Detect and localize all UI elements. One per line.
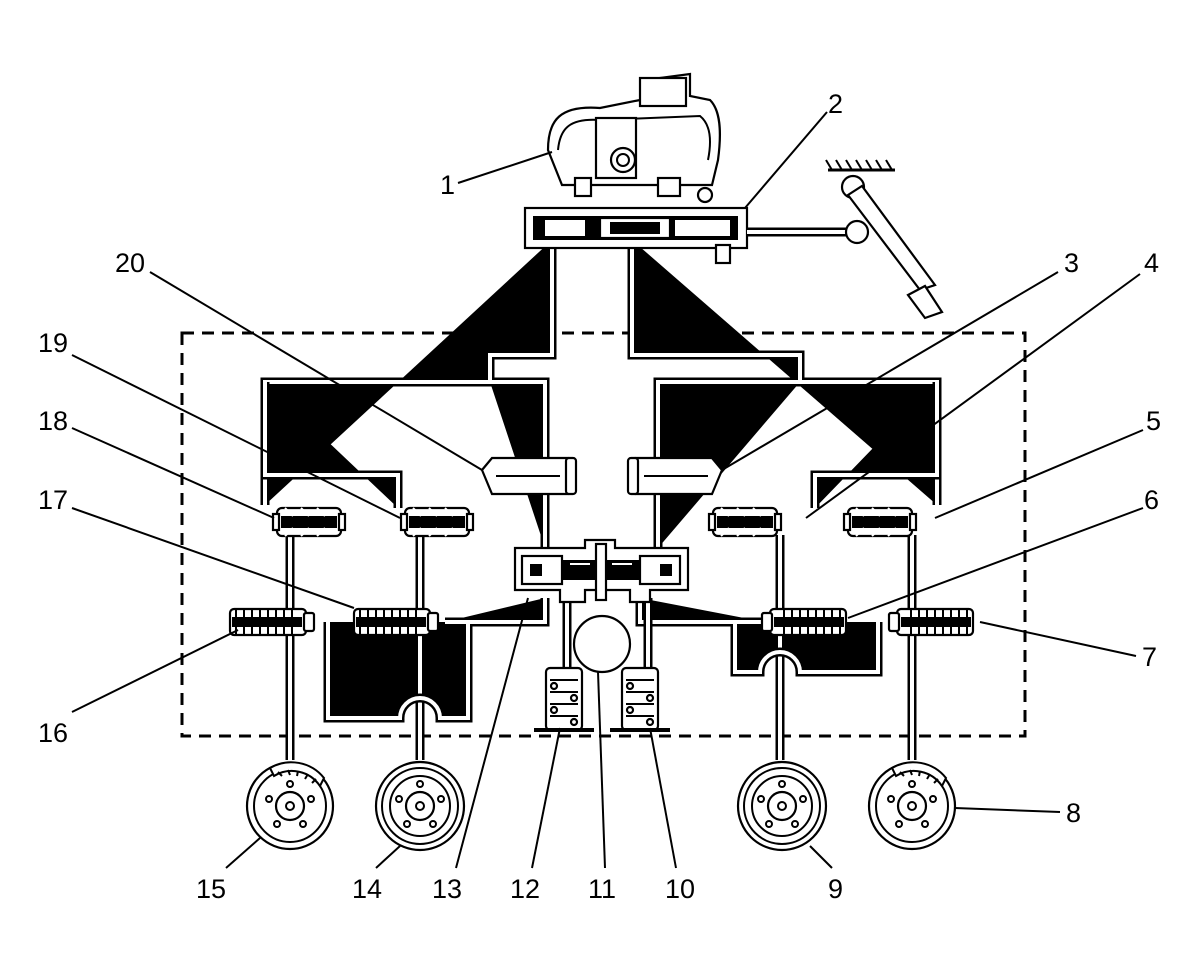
brake-fluid-reservoir	[546, 72, 722, 204]
front-disc-brake-8	[867, 761, 957, 851]
callout-6: 6	[1144, 485, 1159, 515]
master-cylinder	[523, 206, 860, 265]
outlet-valve-7	[887, 607, 975, 637]
modulator-boundary	[180, 331, 1027, 738]
inlet-valve-5	[842, 506, 918, 538]
callout-2: 2	[828, 89, 843, 119]
inlet-valve-19	[399, 506, 475, 538]
callout-1: 1	[440, 170, 455, 200]
accumulator-12	[532, 666, 596, 732]
front-disc-brake-15	[245, 761, 335, 851]
pump-motor	[572, 614, 632, 674]
outlet-valve-6	[760, 607, 848, 637]
inlet-valve-18	[271, 506, 347, 538]
callout-13: 13	[432, 874, 462, 904]
callout-20: 20	[115, 248, 145, 278]
callout-3: 3	[1064, 248, 1079, 278]
callout-19: 19	[38, 328, 68, 358]
callout-labels: 1 2 3 4 5 6 7 8 9 10 11 12 13 14 15 16 1…	[38, 89, 1161, 904]
callout-14: 14	[352, 874, 382, 904]
accumulator-10	[608, 666, 672, 732]
rear-drum-brake-9	[736, 760, 828, 852]
callout-17: 17	[38, 485, 68, 515]
callout-5: 5	[1146, 406, 1161, 436]
callout-11: 11	[588, 874, 616, 904]
callout-7: 7	[1142, 642, 1157, 672]
callout-18: 18	[38, 406, 68, 436]
brake-pedal	[825, 159, 944, 320]
proportioning-valve-left	[480, 456, 578, 496]
rear-drum-brake-14	[374, 760, 466, 852]
proportioning-valve-right	[626, 456, 724, 496]
callout-12: 12	[510, 874, 540, 904]
callout-8: 8	[1066, 798, 1081, 828]
pump-assembly	[513, 538, 690, 604]
inlet-valve-4	[707, 506, 783, 538]
callout-15: 15	[196, 874, 226, 904]
outlet-valve-16	[228, 607, 316, 637]
outlet-valve-17	[352, 607, 440, 637]
callout-10: 10	[665, 874, 695, 904]
callout-9: 9	[828, 874, 843, 904]
callout-16: 16	[38, 718, 68, 748]
callout-4: 4	[1144, 248, 1159, 278]
leader-lines	[71, 111, 1144, 869]
